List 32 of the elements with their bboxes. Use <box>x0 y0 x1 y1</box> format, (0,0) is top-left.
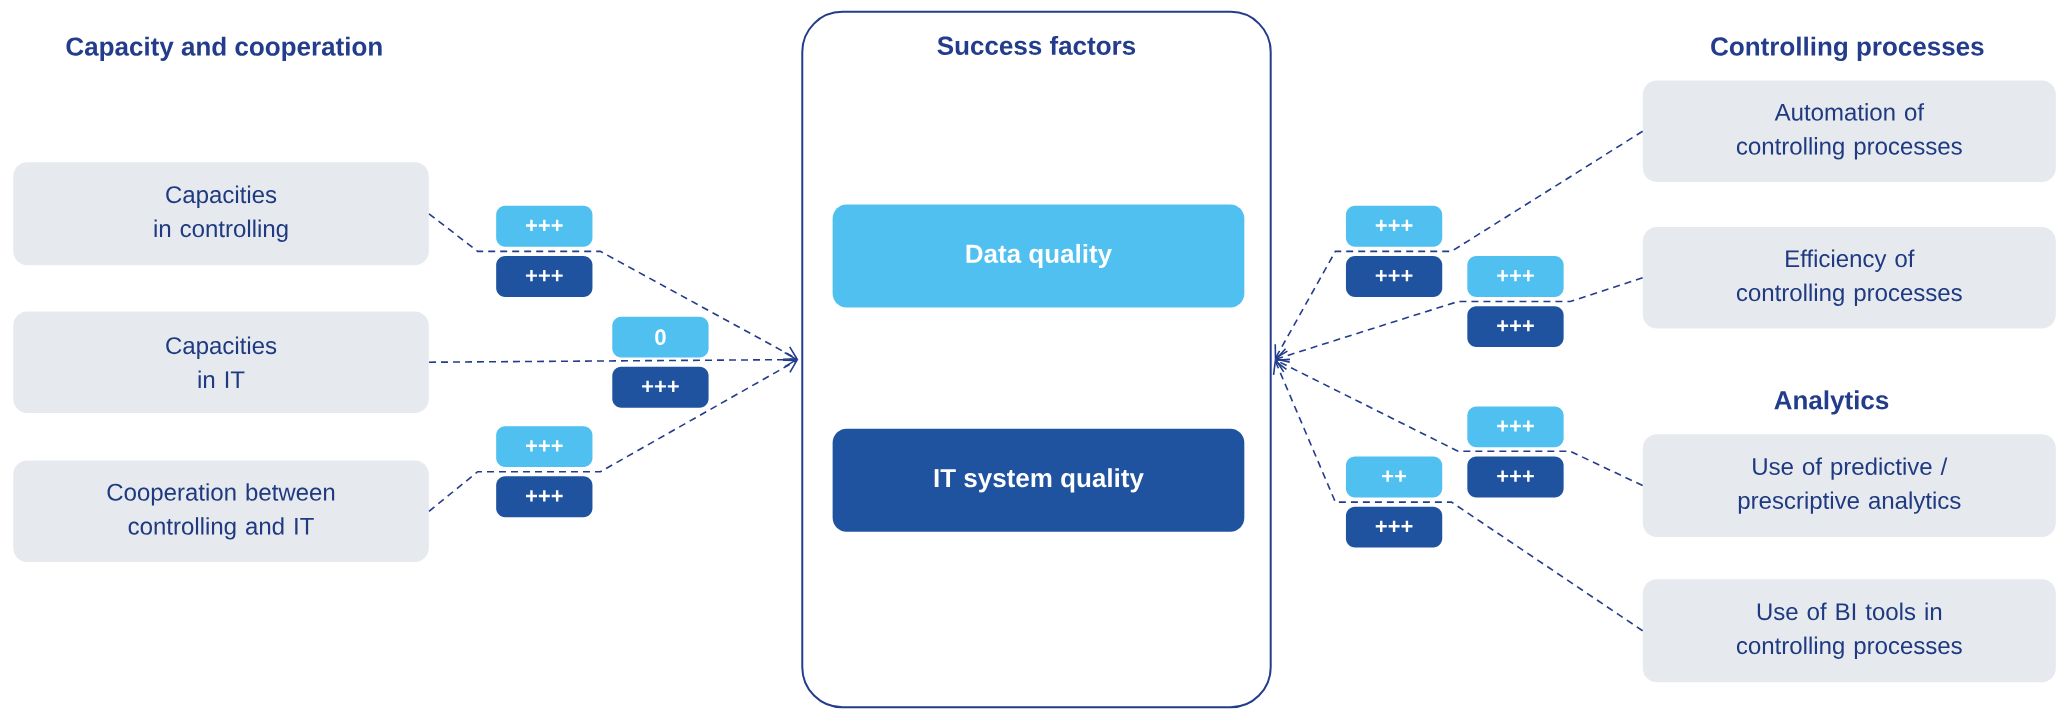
connector-arrow <box>428 359 799 513</box>
rating-badge: +++ <box>1467 456 1564 498</box>
rating-badge: +++ <box>1467 306 1564 348</box>
quality-box: Data quality <box>832 204 1245 308</box>
rating-badge: +++ <box>496 426 593 468</box>
group-heading: Capacity and cooperation <box>66 36 382 61</box>
quality-box: IT system quality <box>832 428 1245 532</box>
factor-box: Automation of controlling processes <box>1642 80 2056 183</box>
connector-arrow <box>1274 358 1644 487</box>
factor-box: Capacities in controlling <box>13 162 429 266</box>
rating-badge: +++ <box>496 476 593 518</box>
rating-badge: +++ <box>1467 406 1564 448</box>
rating-badge: 0 <box>612 316 709 358</box>
factor-box: Use of predictive / prescriptive analytics <box>1642 434 2056 538</box>
rating-badge: +++ <box>612 366 709 408</box>
rating-badge: ++ <box>1345 456 1443 498</box>
connector-arrow <box>428 212 799 360</box>
factor-box: Use of BI tools in controlling processes <box>1642 579 2056 683</box>
rating-badge: +++ <box>1467 256 1564 297</box>
factor-box: Efficiency of controlling processes <box>1642 226 2056 329</box>
connector-arrow <box>1274 276 1644 363</box>
rating-badge: +++ <box>1345 205 1443 247</box>
rating-badge: +++ <box>496 205 593 247</box>
rating-badge: +++ <box>1345 506 1443 548</box>
factor-box: Capacities in IT <box>13 311 429 413</box>
rating-badge: +++ <box>1345 256 1443 297</box>
rating-badge: +++ <box>496 256 593 297</box>
connector-arrow <box>1272 359 1644 632</box>
group-heading: Analytics <box>1774 390 1889 415</box>
factor-box: Cooperation between controlling and IT <box>13 460 429 563</box>
connector-arrow <box>1274 130 1644 360</box>
connector-arrow <box>428 351 799 368</box>
